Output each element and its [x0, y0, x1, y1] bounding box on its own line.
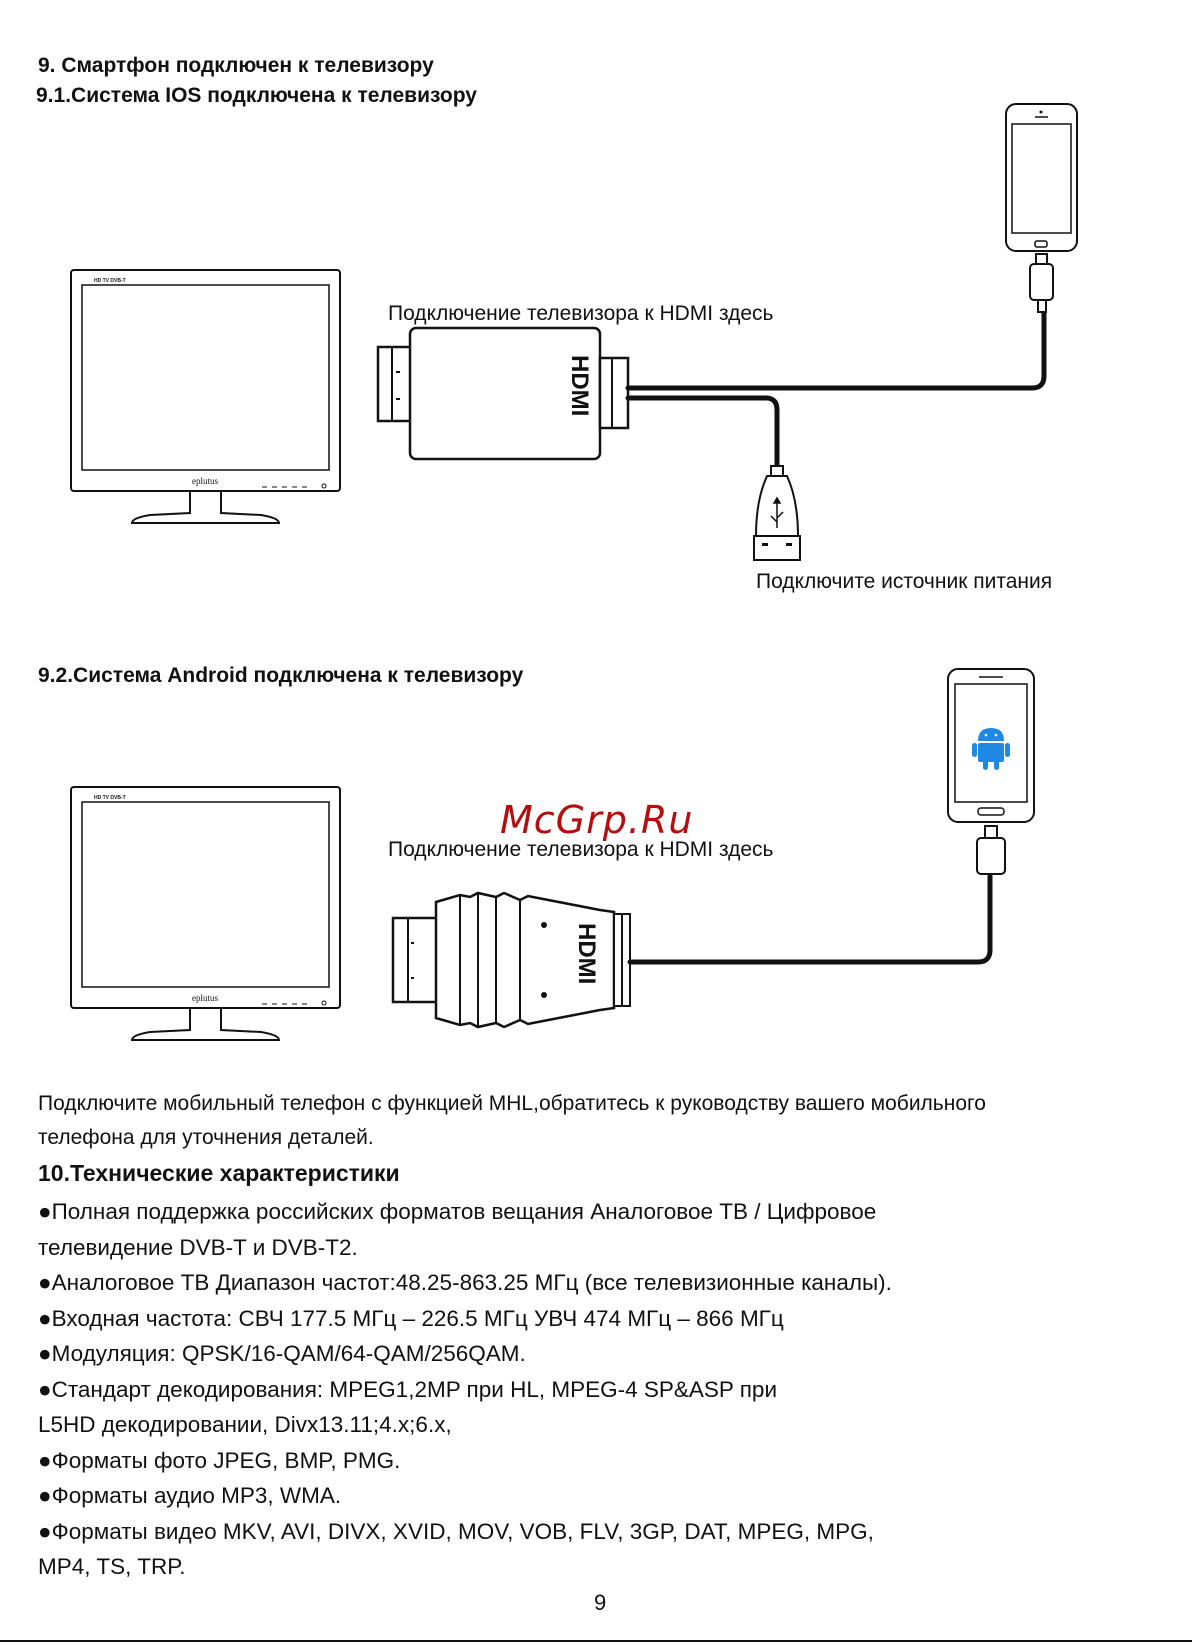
hdmi-connector-android: HDMI [391, 891, 631, 1029]
spec-line: телевидение DVB-T и DVB-T2. [38, 1234, 358, 1260]
hdmi-adapter-ios: HDMI [376, 326, 630, 461]
usb-power-plug [753, 465, 801, 561]
mhl-note-line-1: Подключите мобильный телефон с функцией … [38, 1092, 986, 1115]
tv-model-label: HD TV DVB-T [94, 795, 126, 801]
android-connection-diagram: HD TV DVB-T eplutus HDMI [70, 668, 1035, 1041]
android-logo-icon [972, 728, 1010, 770]
tv-model-label: HD TV DVB-T [94, 278, 126, 284]
section-10-title: 10.Технические характеристики [38, 1160, 400, 1186]
spec-line: ●Стандарт декодирования: MPEG1,2MP при H… [38, 1376, 778, 1402]
watermark: McGrp.Ru [500, 798, 694, 842]
spec-line: L5HD декодировании, Divx13.11;4.x;6.x, [38, 1412, 452, 1437]
tv-monitor-ios: HD TV DVB-T eplutus [70, 269, 341, 524]
spec-line: ●Форматы видео MKV, AVI, DIVX, XVID, MOV… [38, 1518, 874, 1544]
spec-line: MP4, TS, TRP. [38, 1554, 186, 1579]
tv-brand-label: eplutus [192, 993, 218, 1003]
android-subtitle: 9.2.Система Android подключена к телевиз… [38, 664, 524, 687]
hdmi-logo-ios: HDMI [566, 355, 593, 416]
tv-brand-label: eplutus [192, 476, 218, 486]
spec-line: ●Аналоговое ТВ Диапазон частот:48.25-863… [38, 1270, 892, 1295]
spec-list: ●Полная поддержка российских форматов ве… [38, 1194, 892, 1585]
section-9-title: 9. Смартфон подключен к телевизору [38, 54, 434, 77]
ios-hdmi-label: Подключение телевизора к HDMI здесь [388, 302, 774, 325]
spec-line: ●Форматы аудио MP3, WMA. [38, 1483, 342, 1508]
spec-line: ●Полная поддержка российских форматов ве… [38, 1199, 877, 1224]
usb-icon [770, 496, 784, 528]
mhl-note-line-2: телефона для уточнения деталей. [38, 1126, 374, 1149]
spec-line: ●Форматы фото JPEG, BMP, PMG. [38, 1447, 401, 1473]
cable-android [627, 867, 993, 965]
tv-monitor-android: HD TV DVB-T eplutus [70, 786, 341, 1041]
cables-ios [625, 309, 1047, 471]
ios-connection-diagram: HD TV DVB-T eplutus HDMI [70, 103, 1078, 561]
android-hdmi-label: Подключение телевизора к HDMI здесь [388, 838, 774, 861]
ios-power-label: Подключите источник питания [756, 570, 1053, 593]
spec-line: ●Входная частота: СВЧ 177.5 МГц – 226.5 … [38, 1305, 784, 1331]
spec-line: ●Модуляция: QPSK/16-QAM/64-QAM/256QAM. [38, 1341, 526, 1366]
android-phone [947, 668, 1035, 875]
iphone [1005, 103, 1078, 313]
bottom-divider [0, 1640, 1192, 1642]
page-number: 9 [594, 1590, 607, 1615]
ios-subtitle: 9.1.Система IOS подключена к телевизору [36, 84, 477, 107]
hdmi-logo-android: HDMI [573, 923, 600, 984]
